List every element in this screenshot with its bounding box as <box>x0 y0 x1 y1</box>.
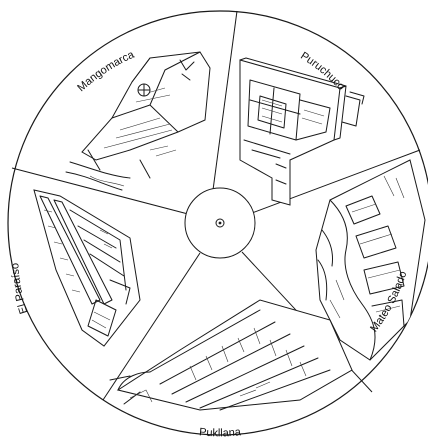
hub-center-point <box>219 222 222 225</box>
label-pucllana: Pukllana <box>199 426 243 437</box>
center-hub <box>185 188 255 258</box>
